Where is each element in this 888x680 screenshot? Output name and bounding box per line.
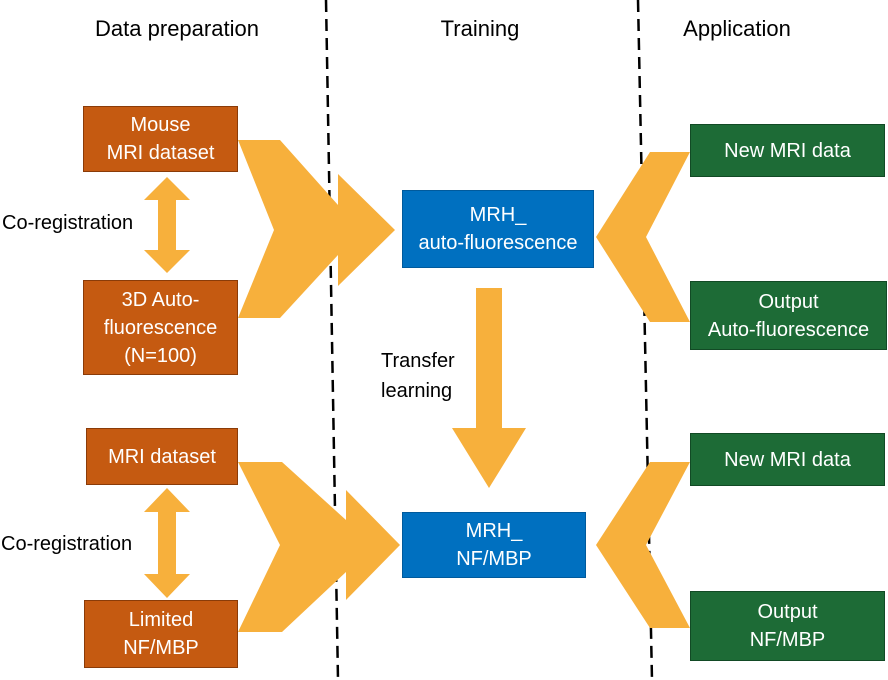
header-training: Training [440, 16, 520, 41]
limited-nf-mbp-box: Limited NF/MBP [84, 600, 238, 668]
model-nf-mbp-box: MRH_ NF/MBP [402, 512, 586, 578]
autofluorescence-3d-box: 3D Auto- fluorescence (N=100) [83, 280, 238, 375]
new-mri-data-box-bottom: New MRI data [690, 433, 885, 486]
new-mri-data-box-top: New MRI data [690, 124, 885, 177]
header-data-preparation: Data preparation [95, 16, 259, 41]
output-nf-mbp-box: Output NF/MBP [690, 591, 885, 661]
coregistration-label-top: Co-registration [2, 212, 134, 234]
apply-chevron-bottom [596, 462, 690, 628]
box-line: NF/MBP [456, 548, 532, 570]
merge-chevron-bottom [238, 462, 400, 632]
box-line: Auto-fluorescence [707, 318, 870, 341]
box-line: 3D Auto- [121, 288, 200, 311]
output-autofluorescence-box: Output Auto-fluorescence [690, 281, 887, 350]
box-line: MRH_ [469, 204, 527, 226]
box-line: NF/MBP [749, 629, 826, 651]
box-line: (N=100) [124, 344, 197, 367]
apply-chevron-top [596, 152, 690, 322]
box-line: MRH_ [465, 520, 523, 542]
box-line: fluorescence [103, 316, 218, 339]
mri-dataset-box: MRI dataset [86, 428, 238, 485]
mouse-mri-dataset-box: Mouse MRI dataset [83, 106, 238, 172]
label-line: learning [381, 380, 453, 402]
transfer-learning-label: Transfer learning [381, 346, 455, 406]
coreg-arrow-top [144, 177, 190, 273]
box-line: Limited [128, 609, 194, 631]
merge-chevron-top [238, 140, 395, 318]
box-line: MRI dataset [106, 142, 215, 164]
box-line: MRI dataset [108, 445, 216, 468]
box-line: New MRI data [724, 139, 851, 162]
box-line: Output [757, 601, 818, 623]
transfer-arrow [452, 288, 526, 488]
box-line: auto-fluorescence [418, 232, 578, 254]
model-autofluorescence-box: MRH_ auto-fluorescence [402, 190, 594, 268]
header-application: Application [683, 16, 791, 41]
coreg-arrow-bottom [144, 488, 190, 598]
box-line: NF/MBP [123, 637, 199, 659]
box-line: Mouse [130, 114, 191, 136]
label-line: Transfer [381, 350, 455, 372]
box-line: New MRI data [724, 448, 851, 471]
coregistration-label-bottom: Co-registration [1, 533, 133, 555]
box-line: Output [758, 290, 819, 313]
